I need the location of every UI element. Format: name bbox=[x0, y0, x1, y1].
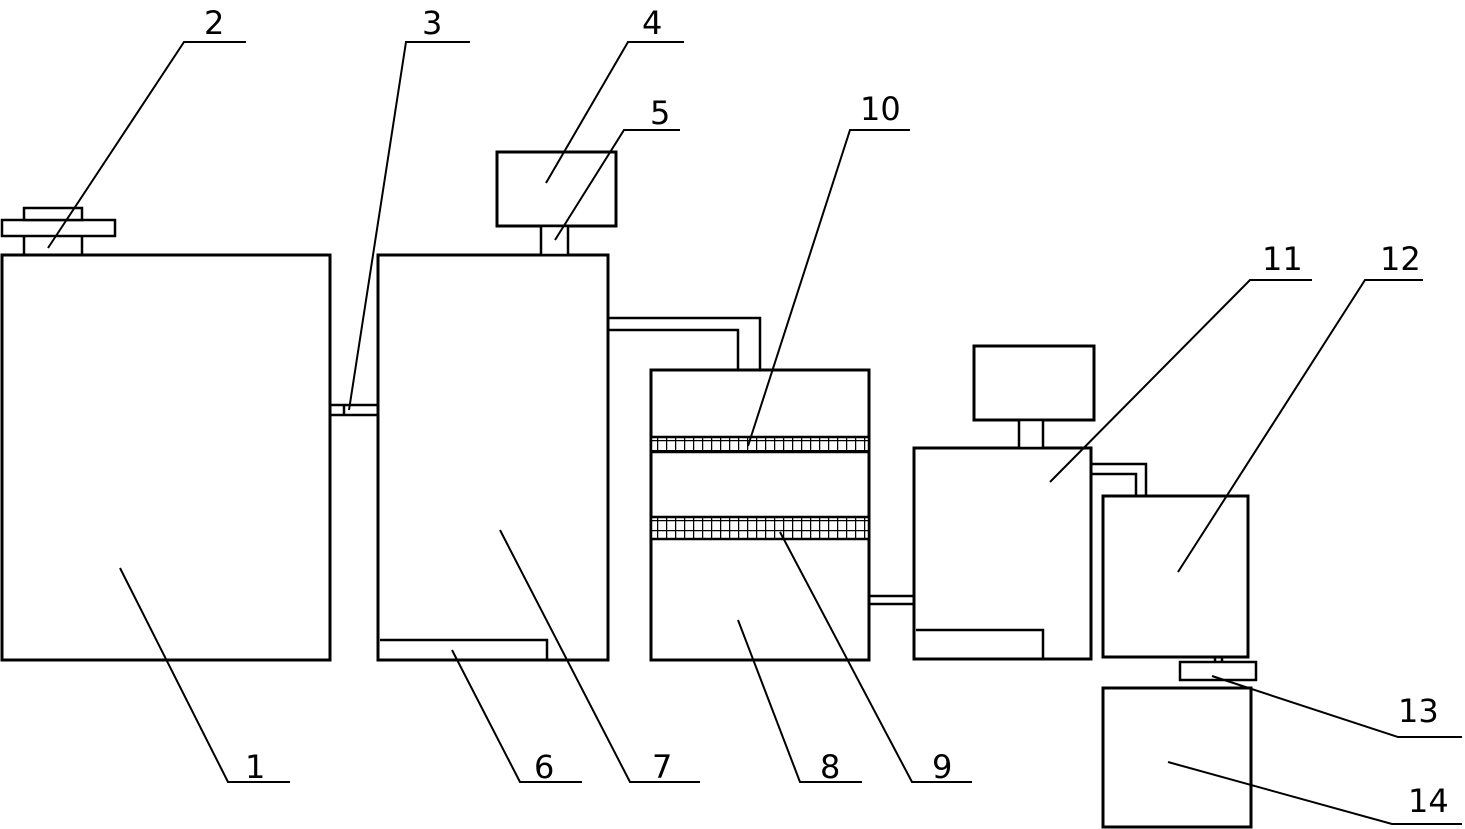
tank-12 bbox=[1101, 494, 1250, 659]
leader-2 bbox=[47, 41, 246, 249]
label-8: 8 bbox=[820, 748, 840, 786]
leader-11 bbox=[1049, 279, 1312, 483]
motor-11 bbox=[972, 344, 1096, 422]
label-6: 6 bbox=[534, 748, 554, 786]
mesh-10 bbox=[649, 435, 871, 454]
leader-3 bbox=[348, 41, 470, 411]
leader-12 bbox=[1177, 279, 1423, 573]
leader-5 bbox=[554, 129, 680, 241]
vessel-7 bbox=[376, 253, 610, 662]
leader-6 bbox=[451, 649, 582, 783]
label-4: 4 bbox=[642, 4, 662, 42]
leader-4 bbox=[545, 41, 684, 184]
mesh-9 bbox=[649, 515, 871, 541]
label-1: 1 bbox=[245, 748, 265, 786]
pipe-7-8-inner bbox=[608, 328, 740, 370]
shaft-5 bbox=[539, 224, 570, 257]
leader-13 bbox=[1211, 675, 1462, 738]
label-14: 14 bbox=[1408, 782, 1449, 820]
label-13: 13 bbox=[1398, 692, 1439, 730]
pipe-11-12-outer bbox=[1091, 462, 1148, 496]
label-5: 5 bbox=[650, 94, 670, 132]
label-7: 7 bbox=[652, 748, 672, 786]
pipe-11-12-inner bbox=[1091, 472, 1138, 496]
label-9: 9 bbox=[932, 748, 952, 786]
filter-box-8 bbox=[649, 368, 871, 662]
label-3: 3 bbox=[422, 4, 442, 42]
plate-6 bbox=[380, 638, 549, 660]
shaft-11 bbox=[1017, 418, 1045, 450]
pipe-7-8-outer bbox=[608, 316, 762, 370]
leader-7 bbox=[499, 529, 700, 783]
plate-11 bbox=[916, 628, 1045, 659]
leader-1 bbox=[119, 567, 290, 783]
tank-14 bbox=[1101, 686, 1253, 829]
leader-10 bbox=[747, 129, 910, 447]
label-11: 11 bbox=[1262, 240, 1303, 278]
tank-11 bbox=[912, 446, 1093, 661]
leader-8 bbox=[737, 619, 862, 783]
leader-14 bbox=[1167, 761, 1462, 825]
tank-1 bbox=[0, 253, 332, 662]
label-12: 12 bbox=[1380, 240, 1421, 278]
label-2: 2 bbox=[204, 4, 224, 42]
leader-9 bbox=[779, 531, 972, 783]
valve-13 bbox=[1178, 660, 1258, 682]
label-10: 10 bbox=[860, 90, 901, 128]
